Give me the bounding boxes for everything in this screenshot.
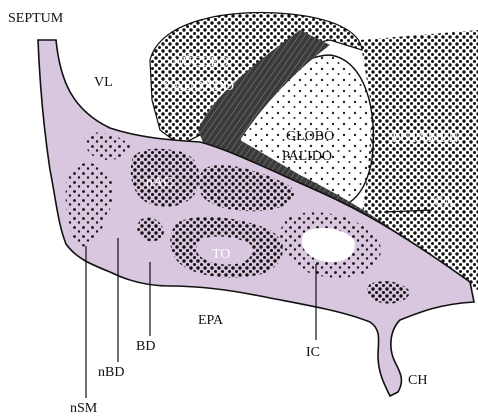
label-bd: BD xyxy=(136,339,155,354)
label-to: TO xyxy=(212,247,230,262)
label-ic: IC xyxy=(306,345,320,360)
label-nucleo-caudado-line2: CAUDADO xyxy=(164,79,234,94)
label-ch: CH xyxy=(408,373,427,388)
label-globo-palido-line1: GLOBO xyxy=(286,129,334,144)
label-nsm: nSM xyxy=(70,401,98,416)
label-epa: EPA xyxy=(198,313,224,328)
label-septum: SEPTUM xyxy=(8,11,64,26)
label-globo-palido-line2: PALIDO xyxy=(282,149,332,164)
label-ca: CA xyxy=(434,195,454,210)
label-nbd: nBD xyxy=(98,365,124,380)
label-putamen: PUTAMEN xyxy=(392,131,459,146)
label-nac: nAC xyxy=(146,175,172,190)
label-si: SI xyxy=(326,237,339,252)
label-nucleo-caudado-line1: NÚCLEO xyxy=(172,53,229,70)
label-vl: VL xyxy=(94,75,113,90)
